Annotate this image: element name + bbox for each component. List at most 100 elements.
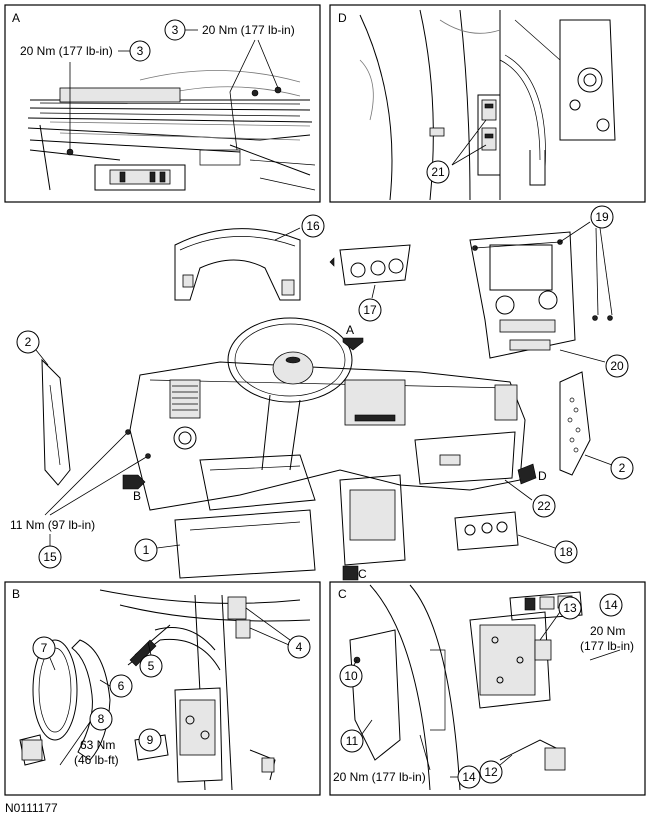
callout-7-number: 7 [41, 641, 48, 655]
right-end-cap [559, 371, 591, 476]
callout-13-number: 13 [563, 601, 577, 615]
view-arrow-b: B [122, 474, 146, 503]
callout-16 [301, 214, 325, 238]
callout-11 [340, 729, 364, 753]
callout-15 [38, 545, 62, 569]
panel-b-letter: B [12, 587, 20, 601]
panel-d-connector-drawing [359, 9, 616, 201]
panel-d-frame [329, 4, 646, 203]
panel-d-leader-2 [451, 144, 487, 166]
leader-4-a [245, 607, 291, 641]
leader-14-bottom [419, 734, 431, 771]
callout-20 [605, 354, 629, 378]
svg-text:D: D [538, 469, 547, 483]
leader-19-a [474, 221, 591, 249]
panel-c: C 10 11 13 14 [329, 581, 646, 796]
leader-19-c [599, 227, 613, 316]
callout-9-number: 9 [147, 733, 154, 747]
torque-label-a-left: 20 Nm (177 lb-in) [20, 44, 113, 58]
panel-b: B [4, 581, 321, 796]
callout-6-number: 6 [118, 679, 125, 693]
callout-22-number: 22 [537, 499, 551, 513]
svg-text:B: B [133, 489, 141, 503]
callout-2-left [16, 330, 40, 354]
callout-1 [134, 538, 158, 562]
svg-text:C: C [358, 567, 367, 581]
steering-wheel [227, 317, 353, 471]
panel-b-steering-column-drawing [99, 589, 311, 791]
callout-3-right-number: 3 [172, 23, 179, 37]
leader-17 [371, 284, 376, 299]
callout-11-number: 11 [346, 734, 359, 748]
cluster-bezel [174, 228, 301, 301]
callout-2-left-number: 2 [25, 335, 32, 349]
callout-10 [339, 664, 363, 688]
view-arrow-d: D [517, 463, 547, 485]
callout-22 [532, 494, 556, 518]
leader-15-b [49, 455, 149, 516]
leader-22 [504, 479, 533, 501]
leader-20 [559, 349, 606, 363]
callout-14-right [599, 593, 623, 617]
torque-label-8-line1: 63 Nm [80, 738, 115, 752]
callout-9 [138, 728, 162, 752]
left-end-cap [41, 358, 71, 486]
callout-18 [554, 540, 578, 564]
leader-4-b [249, 627, 290, 646]
leader-19-b [595, 227, 599, 316]
torque-label-15: 11 Nm (97 lb-in) [10, 518, 95, 532]
callout-1-number: 1 [143, 543, 150, 557]
callout-15-number: 15 [43, 550, 57, 564]
figure-id: N0111177 [5, 801, 58, 815]
panel-a-leader-right-2 [257, 39, 279, 89]
callout-19-number: 19 [595, 210, 609, 224]
callout-2-right-number: 2 [619, 461, 626, 475]
callout-7 [32, 636, 56, 660]
panel-a-frame [4, 4, 321, 203]
radio-bezel [469, 231, 613, 359]
lower-insulator [174, 509, 316, 579]
callout-19 [590, 205, 614, 229]
callout-18-number: 18 [559, 545, 573, 559]
torque-label-14-right-line1: 20 Nm [590, 624, 625, 638]
leader-16 [274, 227, 301, 241]
panel-c-frame [329, 581, 646, 796]
instrument-panel [129, 361, 526, 566]
torque-label-14-bottom: 20 Nm (177 lb-in) [333, 770, 426, 784]
view-arrow-c: C [342, 565, 367, 581]
callout-16-number: 16 [306, 219, 320, 233]
panel-b-frame [4, 581, 321, 796]
leader-1 [156, 544, 181, 549]
callout-4 [287, 635, 311, 659]
panel-d: D 21 [329, 4, 646, 203]
torque-label-14-right-line2: (177 lb-in) [580, 639, 634, 653]
leader-2-right [584, 454, 613, 466]
callout-14-right-number: 14 [604, 598, 618, 612]
panel-a-letter: A [12, 11, 20, 25]
callout-4-number: 4 [296, 640, 303, 654]
torque-label-a-right: 20 Nm (177 lb-in) [202, 23, 295, 37]
callout-13 [558, 596, 582, 620]
callout-20-number: 20 [610, 359, 624, 373]
callout-14-bottom [457, 765, 481, 789]
callout-21 [426, 160, 450, 184]
leader-8 [59, 721, 91, 766]
callout-3-left [129, 40, 151, 62]
callout-2-right [610, 456, 634, 480]
main-exploded-view: 16 17 20 [10, 205, 634, 581]
callout-14-bottom-number: 14 [462, 770, 476, 784]
panel-a: A [4, 4, 321, 203]
svg-text:A: A [346, 323, 354, 337]
panel-d-leader-1 [451, 119, 487, 166]
callout-17 [358, 298, 382, 322]
callout-12-number: 12 [484, 765, 498, 779]
leader-2-left [35, 349, 49, 366]
leader-18 [517, 534, 556, 549]
callout-5-number: 5 [148, 659, 155, 673]
panel-a-leader-right-1 [229, 39, 256, 151]
view-arrow-a: A [342, 323, 364, 351]
callout-12 [479, 760, 503, 784]
callout-8-number: 8 [98, 712, 105, 726]
center-vent [329, 244, 411, 286]
